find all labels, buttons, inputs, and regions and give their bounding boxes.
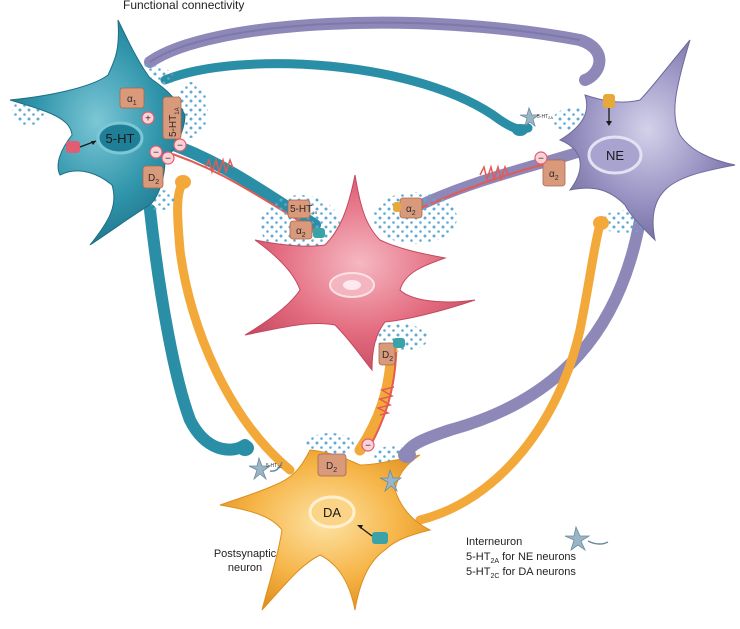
serotonin-nucleus <box>96 121 144 155</box>
svg-text:D2: D2 <box>148 173 159 186</box>
ne-terminal-da <box>398 447 416 463</box>
da-transporter-icon <box>357 525 388 544</box>
diagram-title: Functional connectivity <box>123 0 244 12</box>
postsynaptic-label-line2: neuron <box>228 562 262 574</box>
serotonin-label: 5-HT <box>106 131 135 146</box>
postsynaptic-label-line1: Postsynaptic <box>214 548 277 560</box>
da-terminal-serotonin <box>175 175 191 189</box>
da-spike-icon <box>375 386 395 416</box>
serotonin-axon-to-da <box>144 204 251 456</box>
alpha1-receptor: α1 <box>119 87 145 109</box>
svg-text:α2: α2 <box>406 204 416 217</box>
svg-text:D2: D2 <box>326 461 337 474</box>
d2-receptor-serotonin: D2 <box>142 165 164 189</box>
serotonin-axon-terminal <box>160 59 533 134</box>
da-axon-to-serotonin <box>173 175 295 475</box>
interneuron-icon-serotonin <box>248 456 283 481</box>
ne-label: NE <box>606 148 624 163</box>
svg-text:5-HT1B: 5-HT1B <box>290 204 317 215</box>
serotonin-transporter-icon <box>66 140 97 153</box>
svg-text:−: − <box>365 441 371 452</box>
interneuron-icon-ne-top <box>519 106 541 128</box>
svg-text:−: − <box>177 141 183 152</box>
postsynaptic-neuron-body <box>244 174 476 372</box>
alpha2-receptor-ne-terminal: α2 <box>399 197 423 219</box>
serotonin-spike-icon <box>204 157 234 175</box>
minus-badge-d2-serotonin-1: − <box>149 145 163 159</box>
minus-badge-ne: − <box>534 151 548 165</box>
interneuron-legend-title: Interneuron <box>466 536 522 548</box>
interneuron-legend-ne: 5-HT2A for NE neurons <box>466 551 577 565</box>
interneuron-icon-ne <box>379 468 403 493</box>
svg-text:−: − <box>165 154 171 165</box>
plus-badge-alpha1: + <box>141 111 155 125</box>
alpha2-receptor-ne-soma: α2 <box>542 159 566 187</box>
svg-text:−: − <box>153 148 159 159</box>
ne-neuron-body <box>558 39 736 242</box>
svg-text:α1: α1 <box>127 94 137 107</box>
ne-spike-icon <box>479 164 509 182</box>
ne-nucleus <box>587 135 643 175</box>
d2-receptor-da-terminal: D2 <box>378 342 396 366</box>
da-terminal-ne <box>593 216 609 230</box>
serotonin-neuron-body <box>9 19 186 246</box>
ne-terminal-transporter-icon <box>393 202 401 212</box>
svg-text:α2: α2 <box>296 226 306 239</box>
minus-badge-da: − <box>361 438 375 452</box>
da-terminal-transporter-icon <box>393 338 405 348</box>
svg-text:α2: α2 <box>549 169 559 182</box>
svg-text:5-HT1A: 5-HT1A <box>168 107 181 137</box>
minus-badge-ht1a: − <box>173 138 187 152</box>
serotonin-terminal-ne <box>512 124 528 136</box>
interneuron-legend-icon <box>564 525 609 552</box>
ht1b-receptor: 5-HT1B <box>287 199 317 219</box>
svg-text:−: − <box>538 154 544 165</box>
da-nucleus <box>308 495 356 529</box>
da-neuron-body <box>219 449 432 611</box>
da-label: DA <box>323 505 341 520</box>
serotonin-terminal-transporter-icon <box>313 228 325 238</box>
svg-text:+: + <box>145 114 151 125</box>
svg-text:D2: D2 <box>382 350 393 363</box>
ne-axon-to-da <box>399 214 646 461</box>
serotonin-terminal-da <box>236 440 254 456</box>
da-axon-to-ne <box>415 220 605 525</box>
interneuron-legend-da: 5-HT2C for DA neurons <box>466 566 576 580</box>
d2-receptor-da-soma: D2 <box>317 453 347 477</box>
ne-transporter-icon <box>603 94 615 126</box>
da-interneuron-receptor: 5-HT2C <box>266 463 282 469</box>
ht1a-receptor: 5-HT1A <box>162 96 182 140</box>
minus-badge-d2-serotonin-2: − <box>161 151 175 165</box>
ne-interneuron-receptor: 5-HT2A <box>537 114 553 120</box>
alpha2-receptor-serotonin: α2 <box>289 220 313 240</box>
